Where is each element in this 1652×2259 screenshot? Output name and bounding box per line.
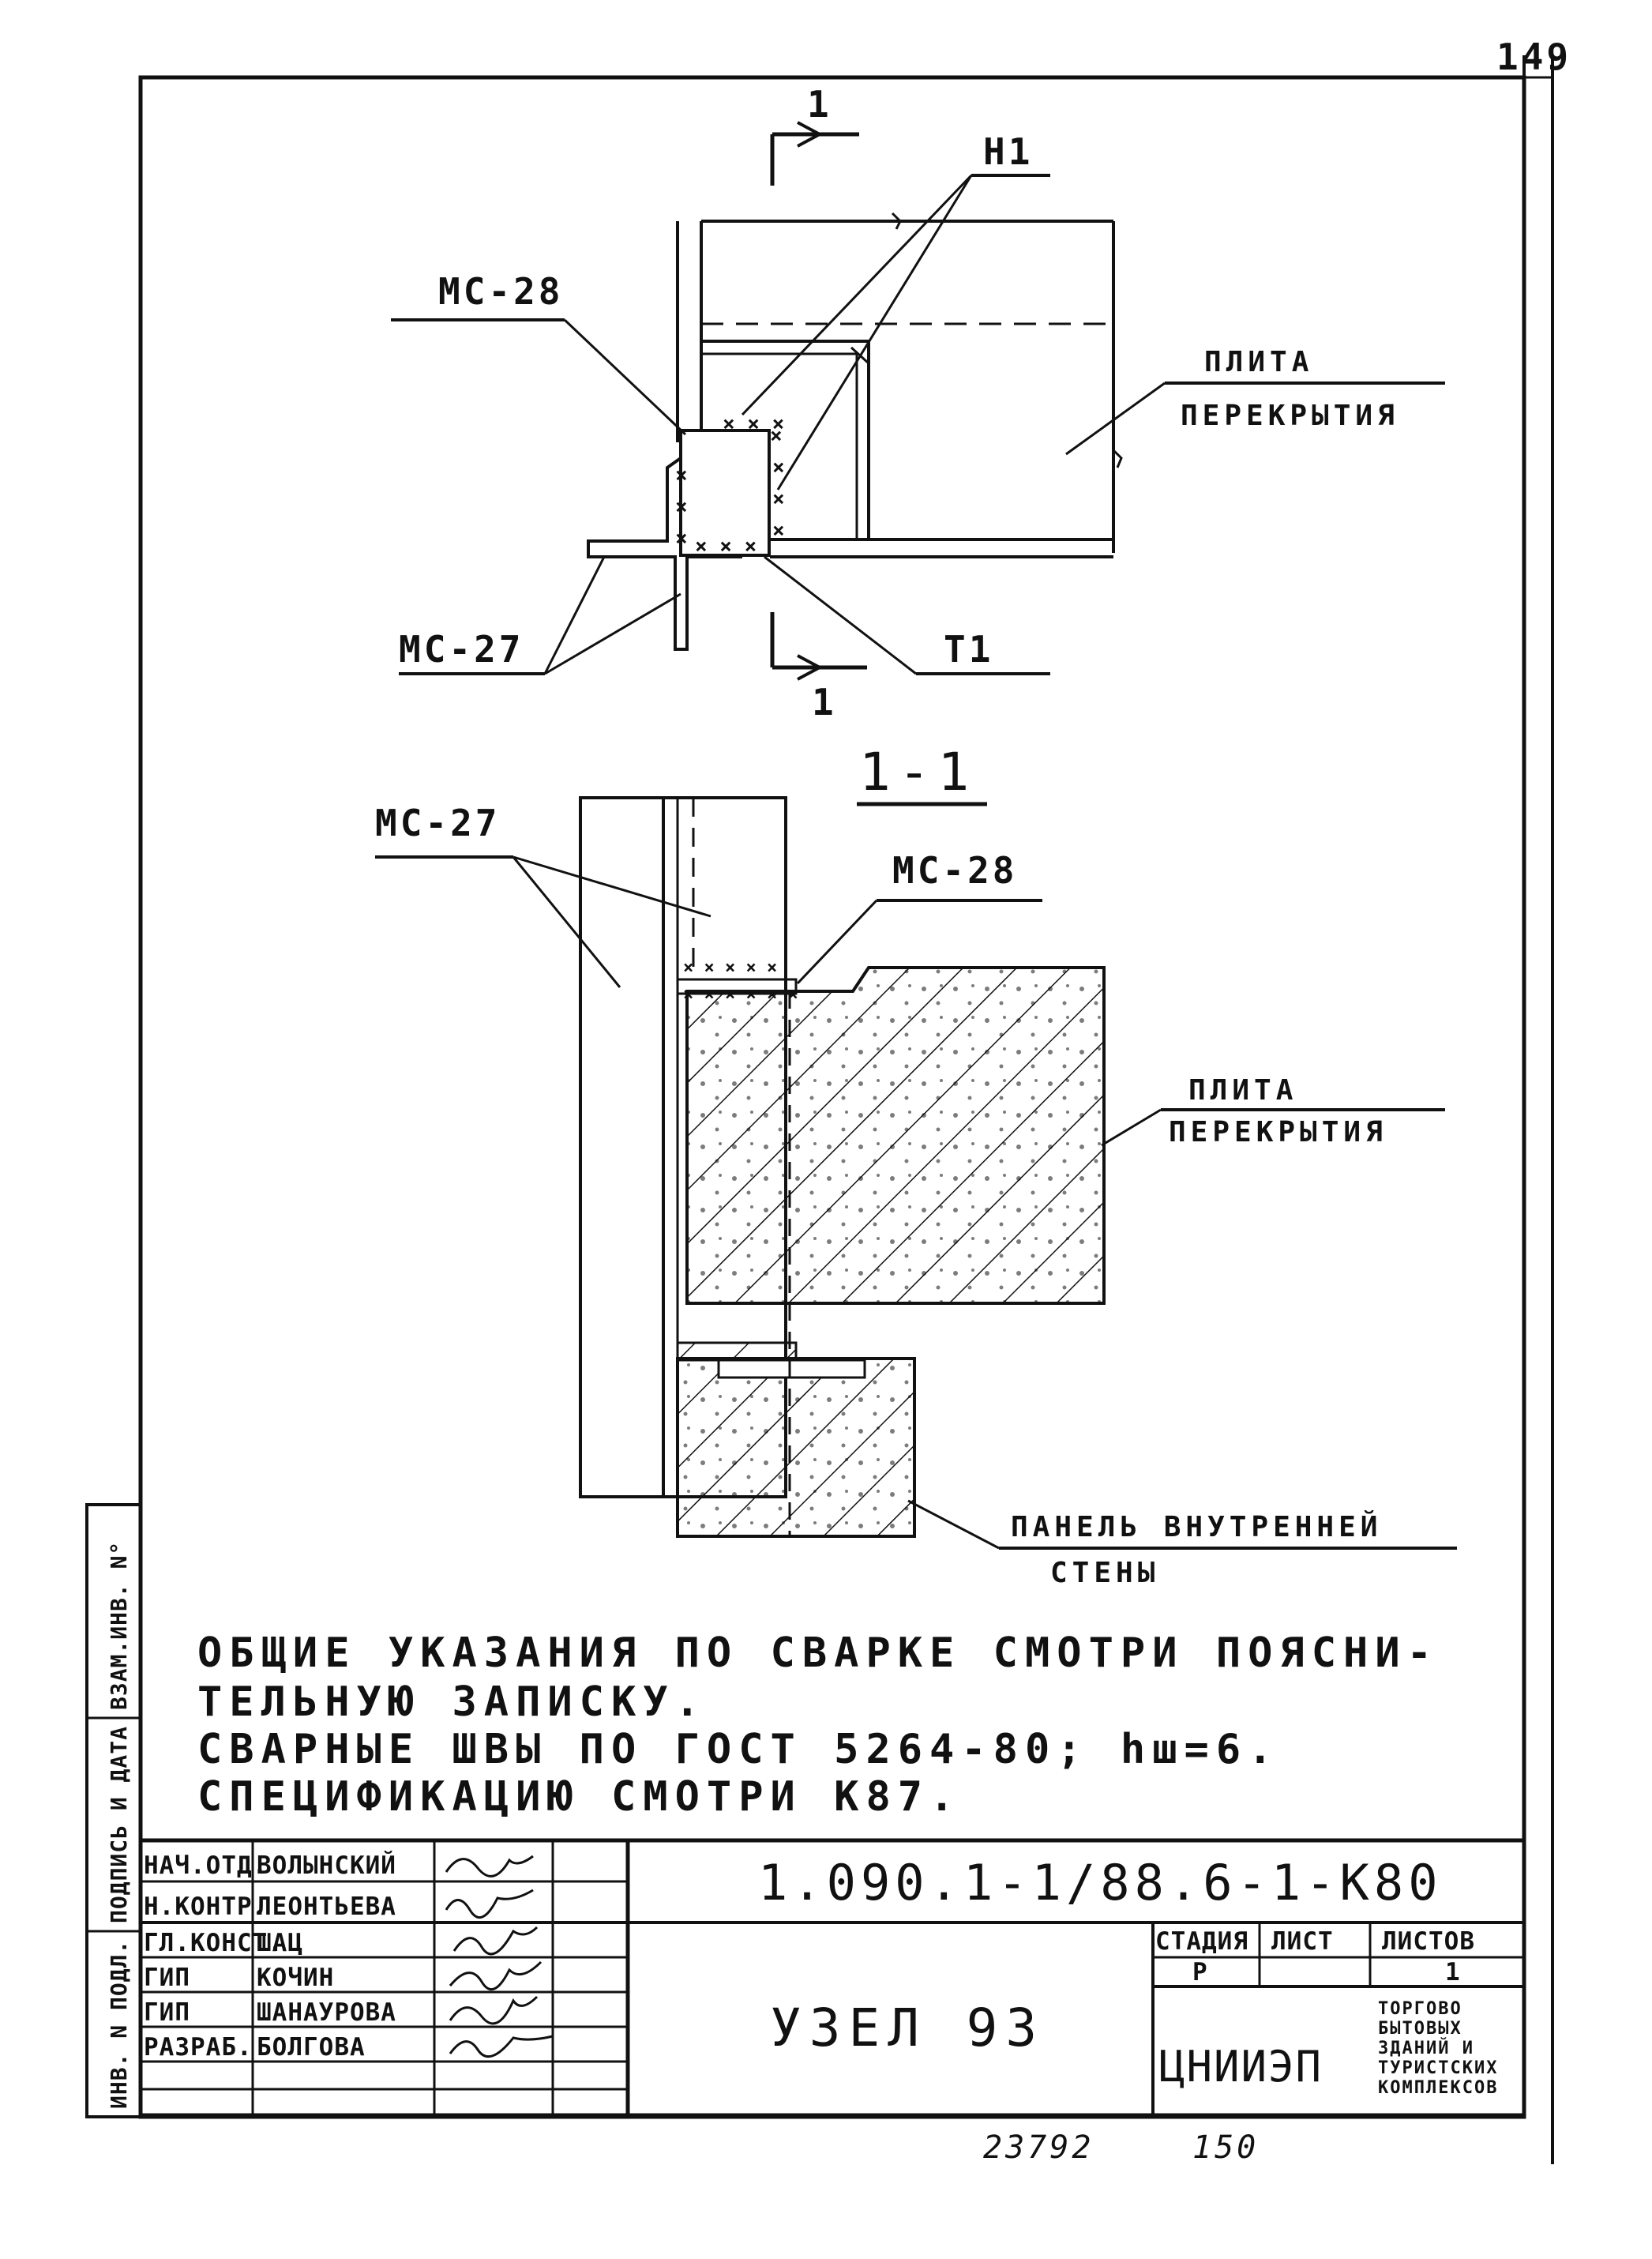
tb-org-desc-3: ЗДАНИЙ И — [1378, 2038, 1474, 2058]
label-mc28-section: МС-28 — [892, 849, 1017, 892]
note-line-1: ОБЩИЕ УКАЗАНИЯ ПО СВАРКЕ СМОТРИ ПОЯСНИ- — [197, 1629, 1439, 1677]
tb-sheets-header: ЛИСТОВ — [1382, 1927, 1475, 1956]
svg-text:×: × — [772, 519, 785, 543]
tb-sheets-value: 1 — [1445, 1958, 1461, 1986]
tb-role-6: РАЗРАБ. — [144, 2033, 253, 2062]
drawing-title: УЗЕЛ 93 — [770, 1998, 1045, 2058]
tb-name-4: КОЧИН — [257, 1964, 334, 1992]
svg-text:× × ×: × × × — [695, 535, 757, 558]
general-notes: ОБЩИЕ УКАЗАНИЯ ПО СВАРКЕ СМОТРИ ПОЯСНИ- … — [197, 1629, 1439, 1821]
section-title: 1-1 — [859, 742, 977, 802]
svg-text:×: × — [675, 464, 688, 487]
label-panel-line2: СТЕНЫ — [1050, 1557, 1159, 1589]
svg-text:× × × × ×: × × × × × — [683, 958, 777, 978]
tb-name-2: ЛЕОНТЬЕВА — [257, 1893, 396, 1921]
section-view: 1-1 × × × × × × × × × × × МС-27 МС-28 ПЛ… — [375, 742, 1457, 1589]
tb-org: ЦНИИЭП — [1159, 2042, 1323, 2092]
svg-text:×: × — [772, 487, 785, 511]
footer-right-number: 150 — [1192, 2129, 1259, 2166]
svg-text:×: × — [675, 495, 688, 519]
side-stamp-replace: ВЗАМ.ИНВ. N° — [106, 1541, 132, 1710]
tb-role-4: ГИП — [144, 1964, 190, 1992]
tb-org-desc-5: КОМПЛЕКСОВ — [1378, 2078, 1498, 2098]
section-mark-bottom-label: 1 — [812, 681, 837, 724]
signature-marks — [445, 1855, 554, 2058]
drawing-code: 1.090.1-1/88.6-1-К80 — [758, 1854, 1443, 1911]
svg-text:×: × — [770, 424, 783, 448]
tb-org-desc-2: БЫТОВЫХ — [1378, 2019, 1462, 2039]
label-slab-section-line1: ПЛИТА — [1188, 1074, 1297, 1107]
svg-text:×: × — [675, 527, 688, 551]
tb-stage-value: Р — [1192, 1958, 1208, 1986]
tb-stage-header: СТАДИЯ — [1155, 1927, 1248, 1956]
label-panel-line1: ПАНЕЛЬ ВНУТРЕННЕЙ — [1011, 1510, 1382, 1543]
tb-name-3: ШАЦ — [257, 1929, 303, 1957]
label-slab-section-line2: ПЕРЕКРЫТИЯ — [1169, 1116, 1387, 1148]
label-slab-plan-line1: ПЛИТА — [1204, 346, 1313, 378]
label-slab-plan-line2: ПЕРЕКРЫТИЯ — [1181, 400, 1399, 432]
label-mc27-plan: МС-27 — [399, 628, 524, 671]
note-line-3: СВАРНЫЕ ШВЫ ПО ГОСТ 5264-80; hш=6. — [197, 1726, 1279, 1773]
tb-name-6: БОЛГОВА — [257, 2033, 366, 2062]
plan-view: 1 1 × × × × × × × × × × × × × — [391, 83, 1445, 724]
svg-text:×: × — [772, 456, 785, 479]
tb-name-1: ВОЛЫНСКИЙ — [257, 1851, 396, 1880]
side-stamp: ИНВ. N ПОДЛ. ПОДПИСЬ И ДАТА ВЗАМ.ИНВ. N° — [85, 1503, 142, 2118]
note-line-2: ТЕЛЬНУЮ ЗАПИСКУ. — [197, 1678, 707, 1726]
page-number: 149 — [1496, 36, 1571, 78]
tb-role-5: ГИП — [144, 1998, 190, 2027]
tb-org-desc-4: ТУРИСТСКИХ — [1378, 2058, 1498, 2078]
tb-role-1: НАЧ.ОТД. — [144, 1851, 268, 1880]
tb-role-3: ГЛ.КОНСТ. — [144, 1929, 283, 1957]
section-mark-top-label: 1 — [807, 83, 832, 126]
section-cut-mark-bottom — [770, 612, 867, 681]
svg-text:× × ×: × × × — [723, 412, 784, 436]
tb-name-5: ШАНАУРОВА — [257, 1998, 396, 2027]
label-mc28-plan: МС-28 — [438, 270, 563, 313]
side-stamp-inv: ИНВ. N ПОДЛ. — [106, 1940, 132, 2109]
title-block: НАЧ.ОТД. ВОЛЫНСКИЙ Н.КОНТР. ЛЕОНТЬЕВА ГЛ… — [138, 1838, 1526, 2119]
label-mc27-section: МС-27 — [375, 802, 500, 844]
note-line-4: СПЕЦИФИКАЦИЮ СМОТРИ К87. — [197, 1773, 961, 1821]
label-n1: Н1 — [983, 130, 1033, 173]
tb-role-2: Н.КОНТР. — [144, 1893, 268, 1921]
section-cut-mark-top — [770, 121, 859, 186]
label-t1: Т1 — [944, 628, 993, 671]
side-stamp-sign: ПОДПИСЬ И ДАТА — [106, 1726, 132, 1923]
footer-left-number: 23792 — [983, 2129, 1094, 2166]
tb-sheet-header: ЛИСТ — [1271, 1927, 1334, 1956]
tb-org-desc-1: ТОРГОВО — [1378, 1999, 1462, 2019]
